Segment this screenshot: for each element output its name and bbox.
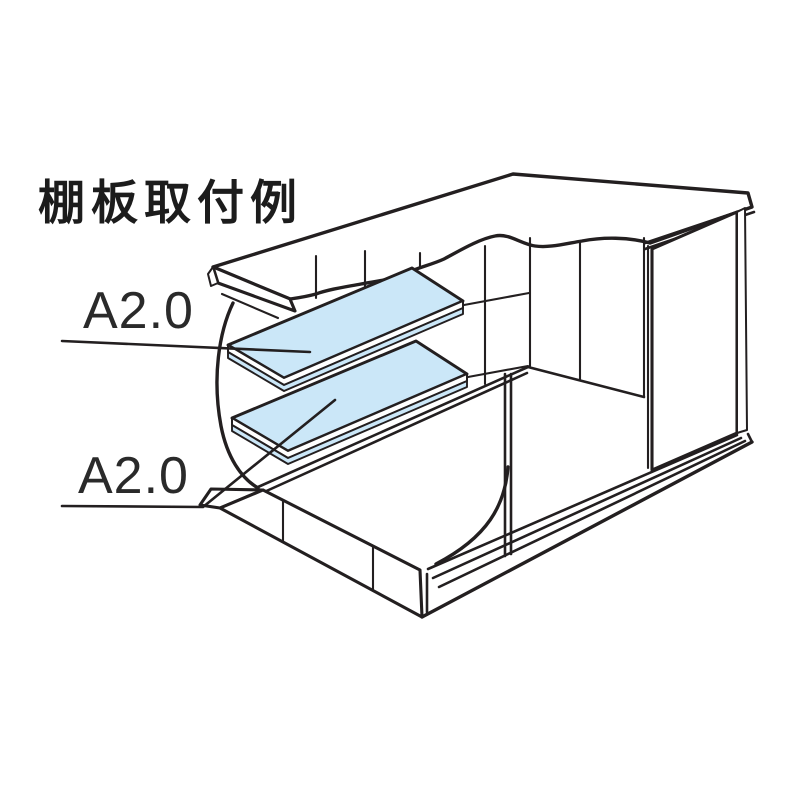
leader-line-lower-shelf [60,398,337,509]
shelf-board-lower [230,339,469,465]
cut-curve [434,465,510,566]
base-front-skirt [218,488,424,619]
shed-roof-cut-plane [207,172,754,320]
door-track-rail [431,436,743,580]
door-track-rail [437,439,747,589]
shed-base [198,432,754,619]
door-track-rail [426,433,739,571]
door-edge-thickness [736,207,748,434]
shelf-edge-lip [231,380,468,465]
base-bottom-edge [420,440,754,619]
floor-wall-junction-lower [260,371,529,495]
cutaway-curve-front [434,372,513,566]
base-right-endcap [746,432,754,444]
left-top-rail-endcap [207,266,219,287]
floor-wall-junction-upper [256,365,530,489]
shelf-rail-upper [462,291,531,307]
shelf-rail-lower [466,364,530,379]
label-lower-shelf: A2.0 [78,447,189,505]
door-face [650,210,739,472]
floor-rightwall-junction [526,365,646,399]
leader-line-upper-shelf [60,339,312,354]
shed-back-wall [256,236,646,495]
figure-title: 棚板取付例 [38,176,303,229]
sliding-door-panel [643,205,756,472]
label-upper-shelf: A2.0 [83,282,194,340]
cutaway-curve-left-wall [215,301,260,490]
shelf-edge-lip [227,307,464,392]
roof-top-face [211,172,754,301]
left-wall-top-plate-line [220,292,280,320]
leader-lines [60,339,337,509]
